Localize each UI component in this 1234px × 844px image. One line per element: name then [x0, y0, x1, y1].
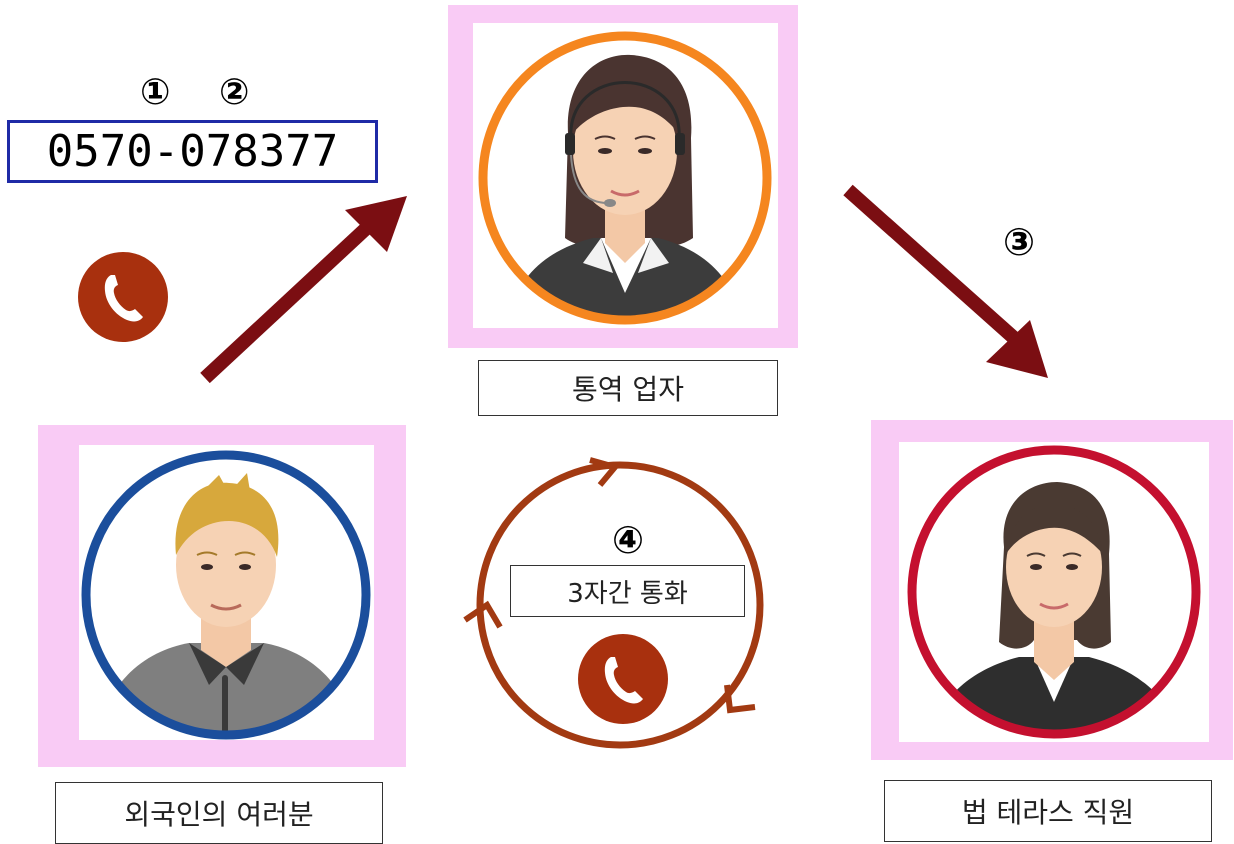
phone-handset-icon — [577, 633, 669, 725]
interpreter-portrait-frame — [448, 5, 798, 348]
staff-portrait-frame — [871, 420, 1233, 760]
staff-label: 법 테라스 직원 — [884, 780, 1212, 842]
phone-number: 0570-078377 — [46, 126, 339, 177]
foreigner-avatar — [81, 450, 371, 740]
three-way-call-label: 3자간 통화 — [510, 565, 745, 617]
cycle-arrow-icon — [463, 457, 764, 749]
arrow-to-staff — [843, 184, 1048, 378]
three-way-call-text: 3자간 통화 — [567, 578, 688, 609]
phone-handset-icon — [77, 251, 169, 343]
step-4-label: ④ — [612, 518, 645, 562]
staff-label-text: 법 테라스 직원 — [961, 796, 1135, 829]
phone-number-box: 0570-078377 — [7, 120, 378, 183]
steps-1-2-label: ① ② — [140, 72, 268, 113]
foreigner-label: 외국인의 여러분 — [55, 782, 383, 844]
step-3-label: ③ — [1003, 220, 1036, 264]
interpreter-label: 통역 업자 — [478, 360, 778, 416]
interpreter-avatar — [478, 31, 772, 325]
interpreter-label-text: 통역 업자 — [572, 373, 684, 406]
foreigner-label-text: 외국인의 여러분 — [124, 798, 314, 831]
staff-avatar — [907, 445, 1201, 739]
foreigner-portrait-frame — [38, 425, 406, 767]
arrow-to-interpreter — [200, 196, 407, 384]
